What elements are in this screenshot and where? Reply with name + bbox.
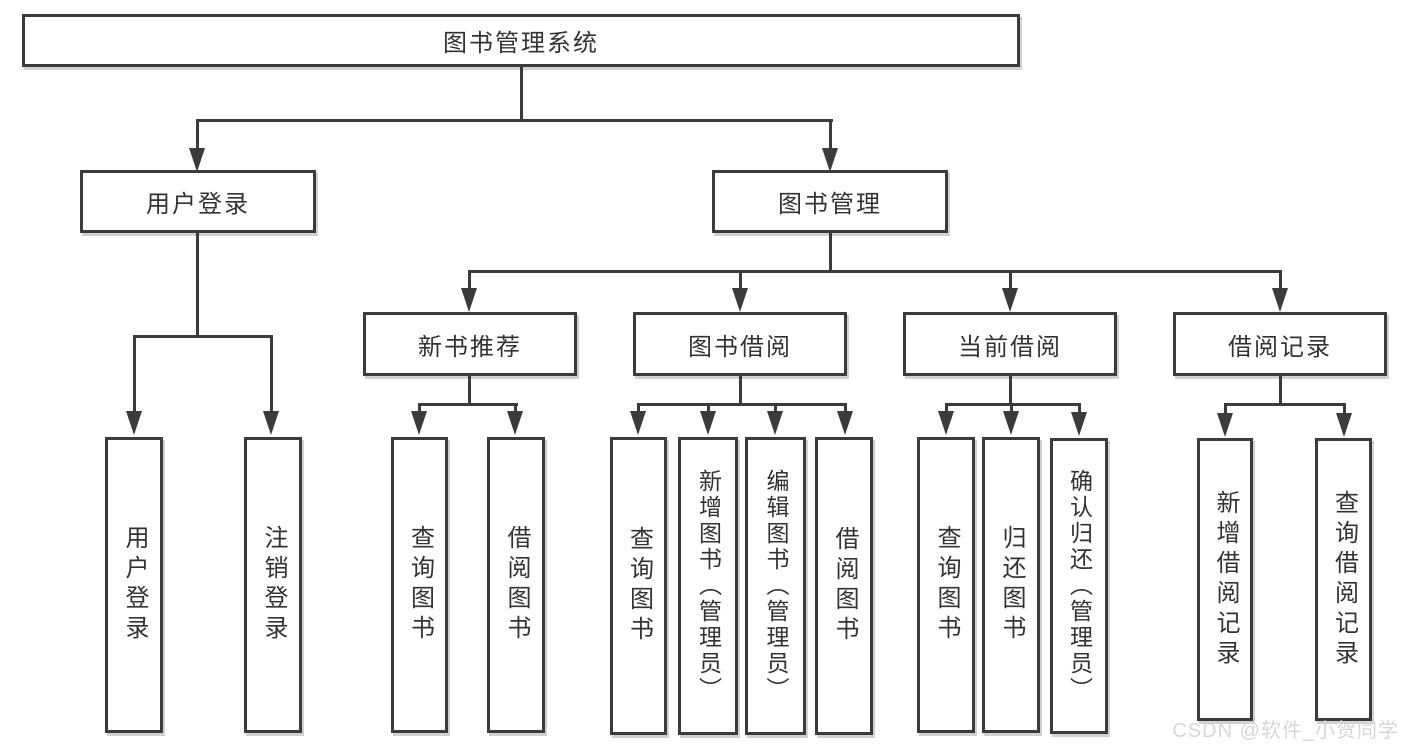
arrowhead — [822, 148, 838, 172]
node-book-management: 图书管理 — [712, 170, 948, 233]
connector-borrowing-stem — [739, 376, 742, 406]
connector-drop — [945, 403, 948, 413]
arrowhead — [1217, 413, 1233, 437]
node-current-borrowing: 当前借阅 — [903, 312, 1117, 376]
arrowhead — [700, 411, 716, 435]
connector-root-stem — [520, 67, 523, 122]
csdn-watermark: CSDN @软件_小贺同学 — [1172, 720, 1399, 742]
node-borrowing-records: 借阅记录 — [1173, 312, 1387, 376]
connector-drop — [829, 119, 832, 149]
connector-recommend-bus — [418, 403, 518, 406]
leaf-edit-books-admin: 编辑图书（管理员） — [745, 437, 806, 735]
connector-userlogin-bus — [133, 335, 273, 338]
connector-drop — [196, 119, 199, 149]
leaf-add-books-admin: 新增图书（管理员） — [678, 437, 738, 735]
arrowhead — [189, 148, 205, 172]
arrowhead — [1272, 288, 1288, 312]
node-library-management-system: 图书管理系统 — [22, 14, 1020, 67]
connector-drop — [514, 403, 517, 413]
arrowhead — [767, 411, 783, 435]
connector-drop — [133, 335, 136, 413]
arrowhead — [411, 411, 427, 435]
leaf-query-books-current: 查询图书 — [917, 437, 975, 733]
arrowhead — [263, 411, 279, 435]
connector-drop — [1009, 270, 1012, 290]
connector-drop — [707, 403, 710, 413]
arrowhead — [507, 411, 523, 435]
arrowhead — [126, 411, 142, 435]
arrowhead — [1003, 411, 1019, 435]
connector-drop — [1279, 270, 1282, 290]
leaf-confirm-return-admin: 确认归还（管理员） — [1050, 438, 1108, 734]
connector-root-bus — [196, 119, 833, 122]
leaf-query-books-recommend: 查询图书 — [391, 437, 448, 733]
connector-drop — [1010, 403, 1013, 413]
connector-current-stem — [1009, 376, 1012, 406]
arrowhead — [461, 288, 477, 312]
connector-drop — [637, 403, 640, 413]
arrowhead — [1071, 412, 1087, 436]
arrowhead — [938, 411, 954, 435]
leaf-return-books: 归还图书 — [982, 437, 1040, 733]
leaf-user-login: 用户登录 — [105, 437, 163, 733]
leaf-borrow-books-recommend: 借阅图书 — [487, 437, 545, 733]
connector-drop — [1224, 403, 1227, 415]
arrowhead — [732, 288, 748, 312]
arrowhead — [1002, 288, 1018, 312]
connector-bookmgmt-stem — [829, 233, 832, 272]
leaf-query-books-borrowing: 查询图书 — [610, 437, 667, 735]
arrowhead — [1336, 413, 1352, 437]
connector-drop — [739, 270, 742, 290]
connector-drop — [1078, 403, 1081, 413]
arrowhead — [630, 411, 646, 435]
connector-records-stem — [1279, 376, 1282, 406]
connector-drop — [1343, 403, 1346, 415]
connector-drop — [844, 403, 847, 413]
connector-current-bus — [945, 403, 1081, 406]
node-user-login: 用户登录 — [80, 170, 316, 233]
node-book-borrowing: 图书借阅 — [633, 312, 847, 376]
connector-drop — [468, 270, 471, 290]
leaf-add-borrow-record: 新增借阅记录 — [1197, 438, 1253, 721]
leaf-query-borrow-record: 查询借阅记录 — [1315, 438, 1372, 721]
connector-records-bus — [1224, 403, 1346, 406]
connector-recommend-stem — [468, 376, 471, 406]
connector-drop — [774, 403, 777, 413]
leaf-logout: 注销登录 — [244, 437, 302, 733]
connector-bookmgmt-bus — [468, 270, 1282, 273]
connector-borrowing-bus — [637, 403, 847, 406]
leaf-borrow-books-borrowing: 借阅图书 — [815, 437, 873, 735]
connector-userlogin-stem — [196, 233, 199, 337]
connector-drop — [270, 335, 273, 413]
node-new-book-recommend: 新书推荐 — [363, 312, 577, 376]
connector-drop — [418, 403, 421, 413]
arrowhead — [837, 411, 853, 435]
